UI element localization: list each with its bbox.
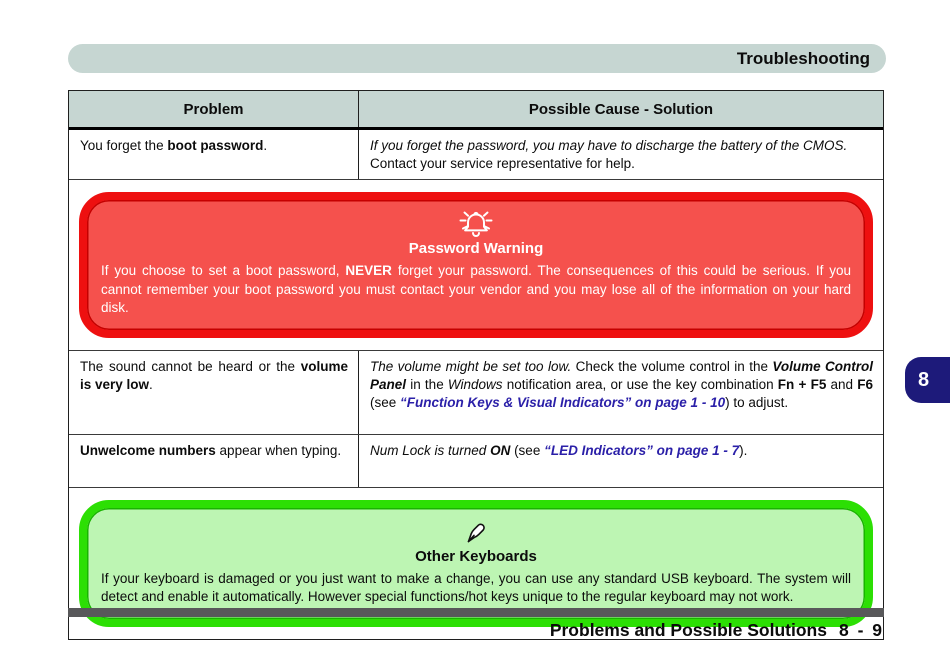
chapter-number: 8 bbox=[917, 368, 930, 391]
column-header-solution: Possible Cause - Solution bbox=[358, 91, 883, 127]
table-row: The sound cannot be heard or the volume … bbox=[69, 350, 883, 435]
other-keyboards-callout: Other Keyboards If your keyboard is dama… bbox=[79, 499, 873, 627]
footer-page-number: 8 - 9 bbox=[838, 620, 884, 640]
note-title: Password Warning bbox=[408, 240, 544, 257]
table-row: You forget the boot password. If you for… bbox=[69, 130, 883, 180]
bell-icon bbox=[101, 207, 851, 239]
page-title: Troubleshooting bbox=[736, 48, 870, 68]
info-note-row: Other Keyboards If your keyboard is dama… bbox=[69, 488, 883, 639]
solution-cell: The volume might be set too low. Check t… bbox=[358, 350, 883, 434]
table-header-row: Problem Possible Cause - Solution bbox=[69, 91, 883, 130]
password-warning-callout: Password Warning If you choose to set a … bbox=[79, 192, 873, 338]
problem-cell: Unwelcome numbers appear when typing. bbox=[80, 442, 342, 458]
column-header-problem: Problem bbox=[183, 100, 244, 118]
footer-rule bbox=[68, 608, 884, 617]
chapter-tab: 8 bbox=[905, 357, 950, 403]
cross-reference-link[interactable]: “Function Keys & Visual Indicators” on p… bbox=[400, 394, 726, 410]
footer: Problems and Possible Solutions 8 - 9 bbox=[68, 620, 884, 641]
warning-note-row: Password Warning If you choose to set a … bbox=[69, 180, 883, 351]
cross-reference-link[interactable]: “LED Indicators” on page 1 - 7 bbox=[544, 442, 740, 458]
problem-cell: You forget the boot password. bbox=[80, 138, 268, 153]
pen-icon bbox=[101, 515, 851, 547]
troubleshooting-table: Problem Possible Cause - Solution You fo… bbox=[68, 90, 884, 640]
note-title: Other Keyboards bbox=[415, 547, 537, 565]
solution-cell: If you forget the password, you may have… bbox=[358, 130, 883, 179]
note-body: If you choose to set a boot password, NE… bbox=[101, 263, 851, 315]
footer-section-title: Problems and Possible Solutions bbox=[549, 620, 827, 640]
solution-cell: Num Lock is turned ON (see “LED Indicato… bbox=[358, 434, 883, 487]
problem-cell: The sound cannot be heard or the volume … bbox=[80, 358, 348, 392]
table-row: Unwelcome numbers appear when typing. Nu… bbox=[69, 434, 883, 488]
note-body: If your keyboard is damaged or you just … bbox=[101, 570, 851, 605]
page-header-bar: Troubleshooting bbox=[68, 44, 886, 73]
